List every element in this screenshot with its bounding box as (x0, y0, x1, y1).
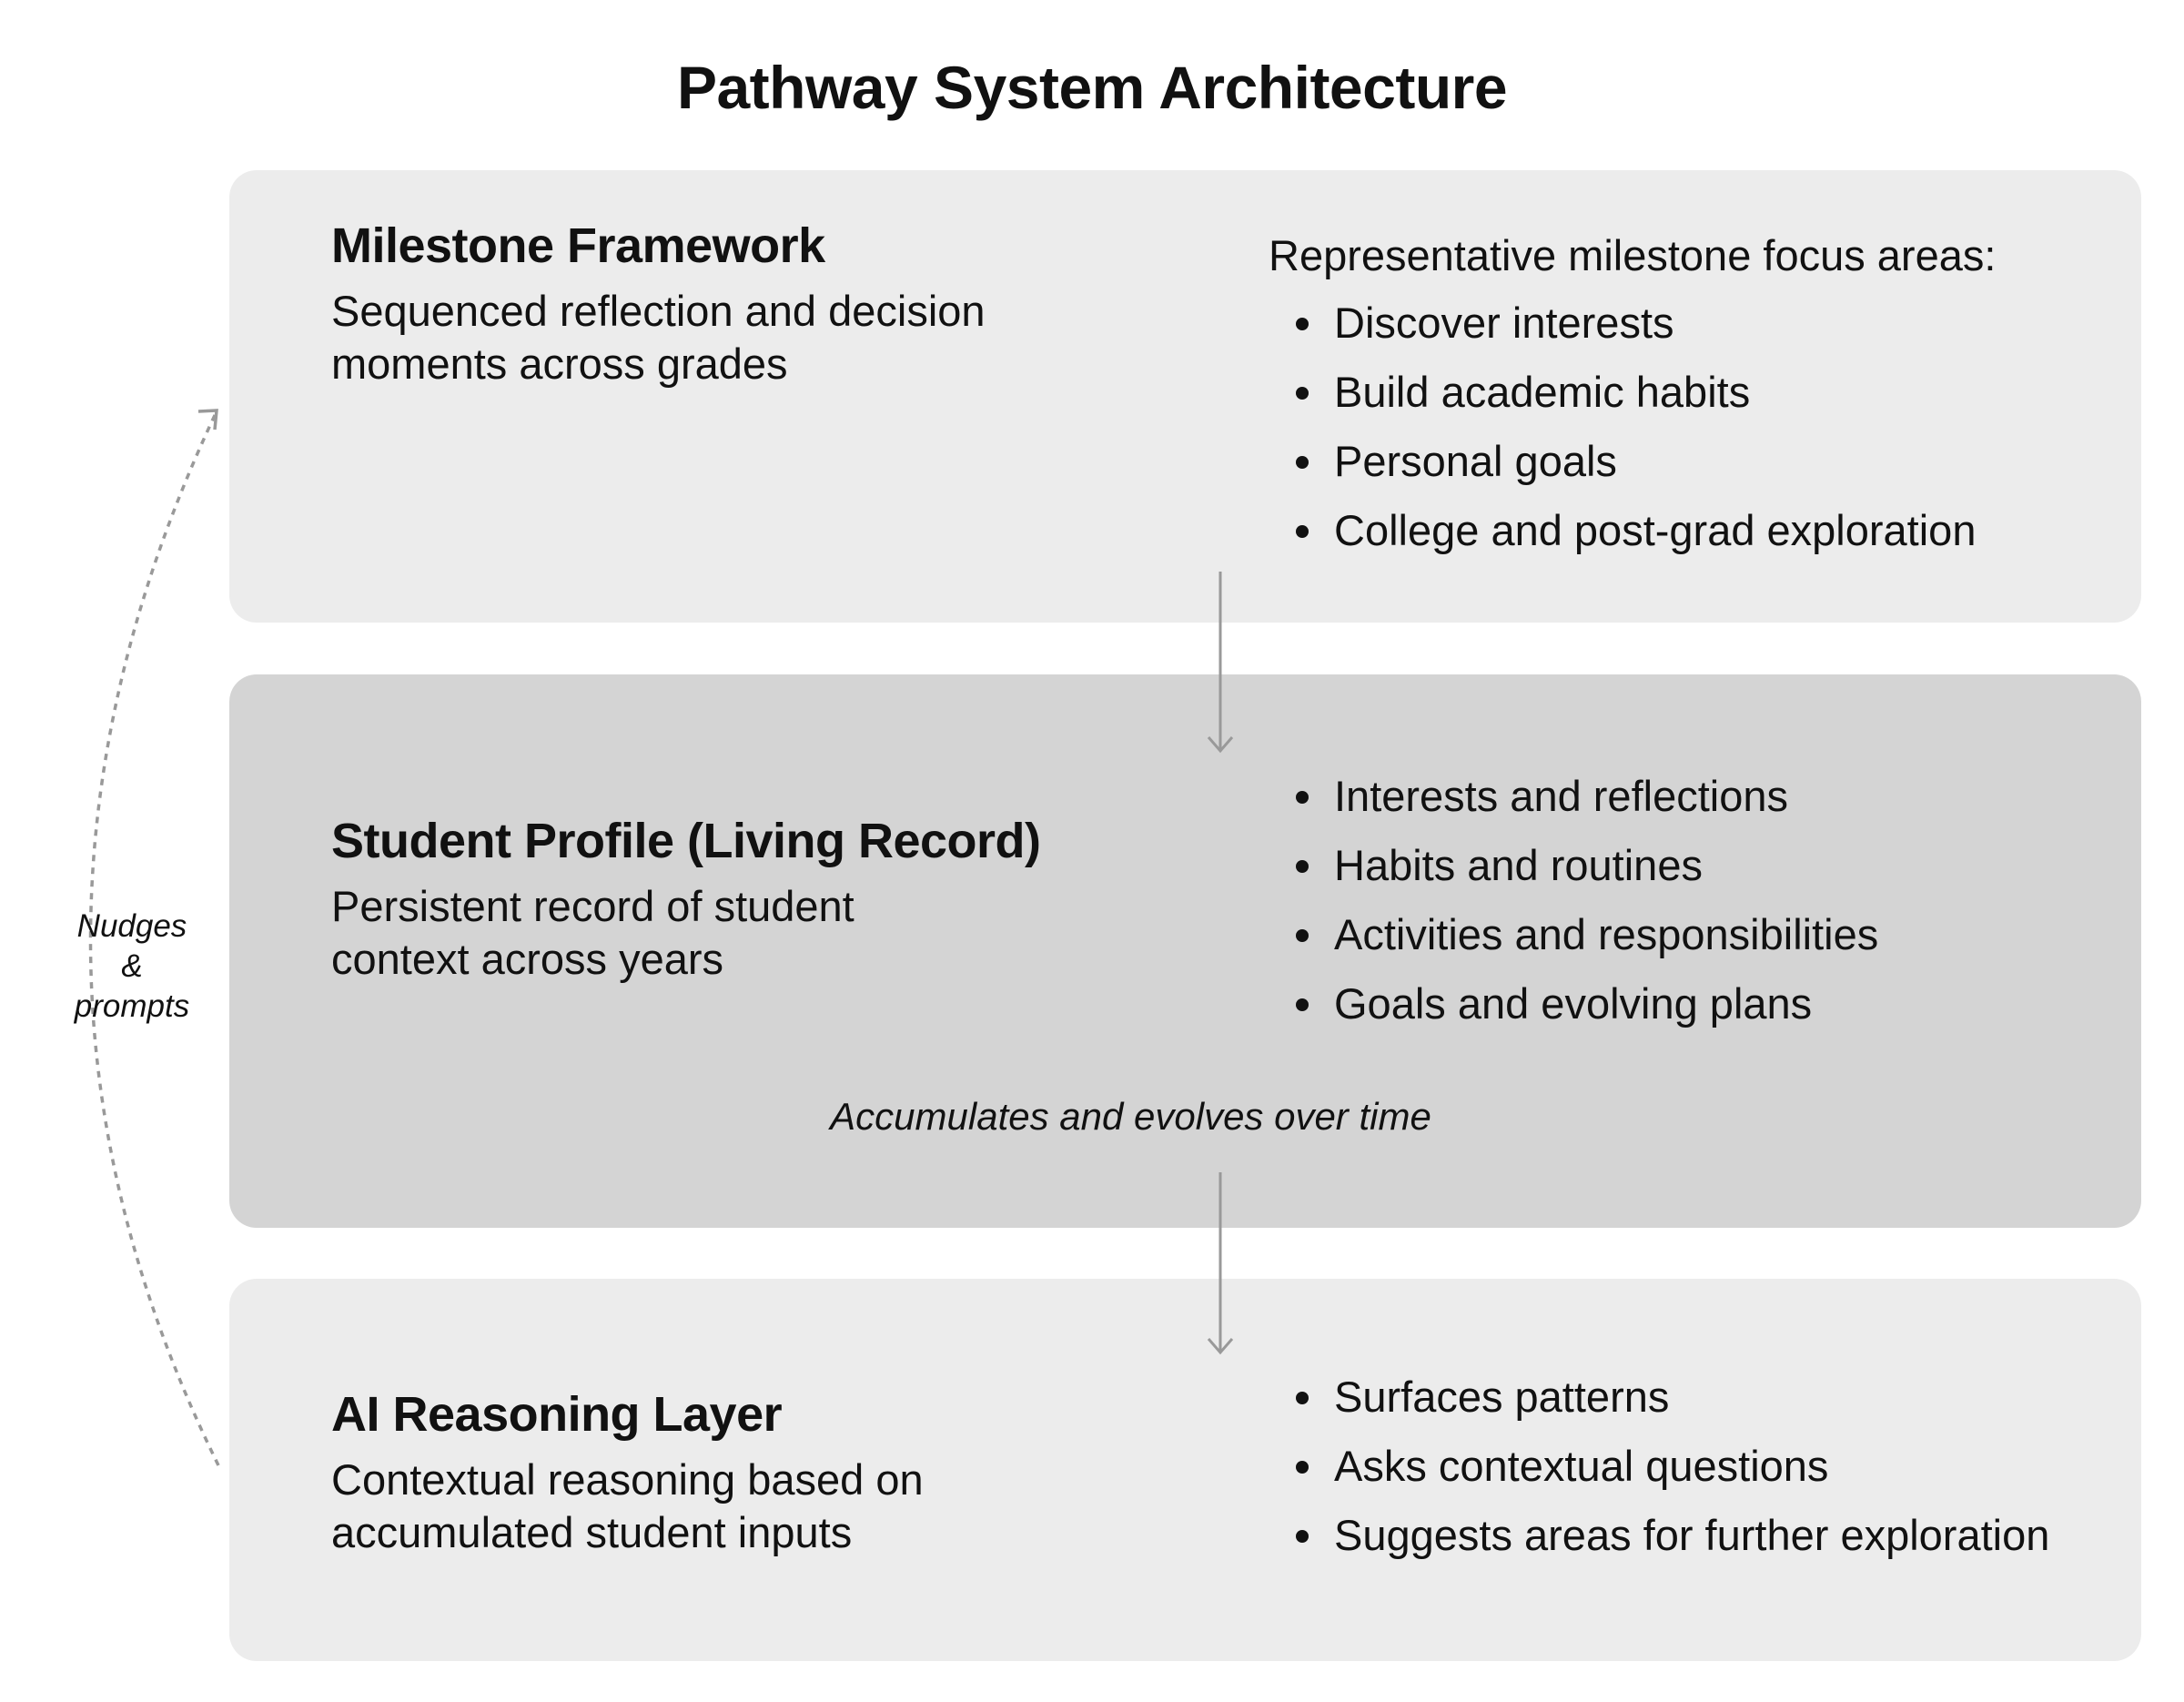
list-item: Suggests areas for further exploration (1269, 1501, 2049, 1570)
focus-areas-list: Discover interests Build academic habits… (1269, 289, 1976, 565)
layer-heading: Milestone Framework (331, 218, 825, 273)
list-item: Discover interests (1269, 289, 1976, 358)
description-line: moments across grades (331, 339, 788, 388)
list-item: Goals and evolving plans (1269, 969, 1878, 1038)
bullet-icon (1296, 791, 1309, 804)
list-item: Activities and responsibilities (1269, 900, 1878, 969)
layer-heading: Student Profile (Living Record) (331, 814, 1041, 868)
description-line: Contextual reasoning based on (331, 1455, 924, 1504)
bullet-icon (1296, 860, 1309, 873)
layer-description: Sequenced reflection and decision moment… (331, 285, 1077, 390)
list-item: Build academic habits (1269, 358, 1976, 427)
layer-heading: AI Reasoning Layer (331, 1387, 783, 1442)
bullet-icon (1296, 1392, 1309, 1404)
feedback-loop-label: Nudges & prompts (74, 908, 190, 1024)
ai-reasoning-box: AI Reasoning Layer Contextual reasoning … (229, 1279, 2141, 1661)
bullet-icon (1296, 318, 1309, 330)
profile-contents-list: Interests and reflections Habits and rou… (1269, 762, 1878, 1038)
bullet-icon (1296, 525, 1309, 538)
list-item: Personal goals (1269, 427, 1976, 496)
student-profile-box: Student Profile (Living Record) Persiste… (229, 674, 2141, 1228)
layer-description: Contextual reasoning based on accumulate… (331, 1454, 1077, 1559)
bullet-icon (1296, 456, 1309, 469)
description-line: Sequenced reflection and decision (331, 287, 986, 335)
bullet-icon (1296, 929, 1309, 942)
list-item: Habits and routines (1269, 831, 1878, 900)
bullet-icon (1296, 1461, 1309, 1474)
accumulation-note: Accumulates and evolves over time (830, 1095, 1431, 1138)
description-line: accumulated student inputs (331, 1508, 853, 1556)
layer-description: Persistent record of student context acr… (331, 880, 1077, 986)
list-item: Interests and reflections (1269, 762, 1878, 831)
ai-capabilities-list: Surfaces patterns Asks contextual questi… (1269, 1363, 2049, 1570)
diagram-title: Pathway System Architecture (676, 54, 1508, 121)
list-item: Surfaces patterns (1269, 1363, 2049, 1432)
list-item: College and post-grad exploration (1269, 496, 1976, 565)
bullet-icon (1296, 998, 1309, 1011)
focus-areas-intro: Representative milestone focus areas: (1269, 231, 1997, 279)
bullet-icon (1296, 387, 1309, 400)
bullet-icon (1296, 1530, 1309, 1543)
list-item: Asks contextual questions (1269, 1432, 2049, 1501)
description-line: Persistent record of student (331, 882, 854, 930)
milestone-framework-box: Milestone Framework Sequenced reflection… (229, 170, 2141, 623)
description-line: context across years (331, 935, 724, 983)
